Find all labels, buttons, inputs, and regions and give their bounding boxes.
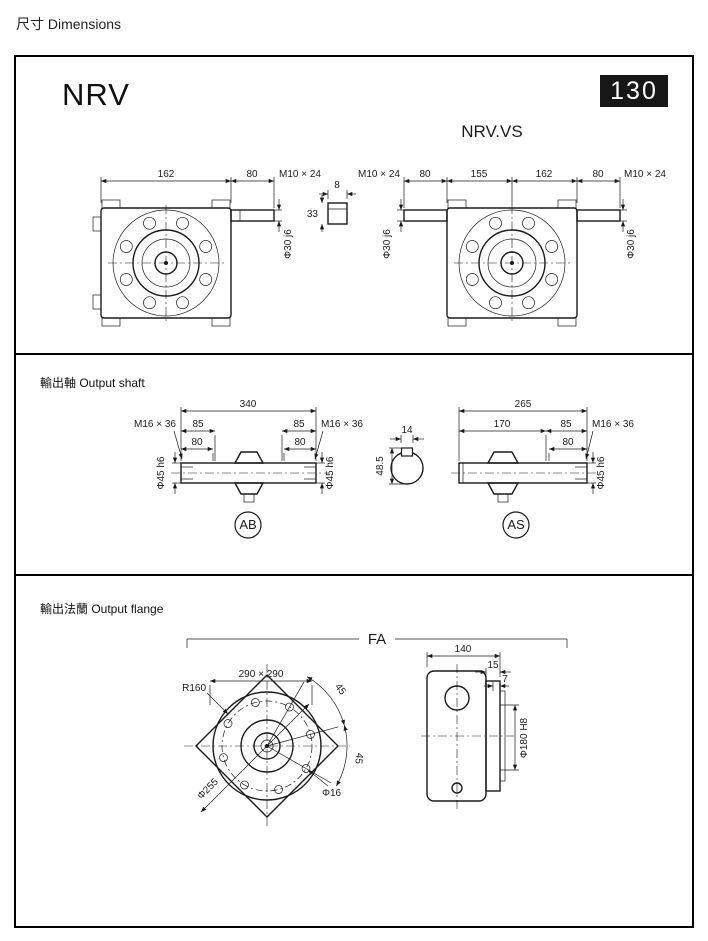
output-shaft-section-label: 輸出軸 Output shaft xyxy=(40,376,145,390)
angle-45-label-2: 45 xyxy=(352,752,364,765)
nrv-front-view: 162 80 M10 × 24 Φ30 j6 xyxy=(92,169,321,327)
dim-162-label: 162 xyxy=(536,169,553,180)
dim-15-label: 15 xyxy=(487,660,499,671)
dim-80-label: 80 xyxy=(562,437,574,448)
dim-140-label: 140 xyxy=(455,644,472,655)
page-title: 尺寸 Dimensions xyxy=(16,16,122,32)
output-key-section: 14 48.5 xyxy=(375,425,424,485)
dim-85-right-label: 85 xyxy=(293,419,305,430)
shaft-dia-label: Φ30 j6 xyxy=(283,229,294,259)
flange-side-view: 140 15 7 Φ180 H8 xyxy=(421,644,530,809)
as-shaft-view: 265 170 85 80 M16 × 36 Φ45 h6 AS xyxy=(451,399,634,539)
thread-m16-label: M16 × 36 xyxy=(592,419,634,430)
dim-7-label: 7 xyxy=(502,674,508,685)
nrv-vs-front-view: M10 × 24 80 155 162 80 M10 × 24 Φ30 j6 Φ… xyxy=(358,169,666,327)
thread-m10-label: M10 × 24 xyxy=(279,169,321,180)
output-shaft-drawing: 340 85 85 80 80 M16 × 36 M16 × 36 xyxy=(134,399,634,539)
dim-80-label: 80 xyxy=(246,169,258,180)
thread-m16-right-label: M16 × 36 xyxy=(321,419,363,430)
dim-48-5-label: 48.5 xyxy=(375,456,386,476)
shaft-dia-left-label: Φ45 h6 xyxy=(156,456,167,489)
shaft-dia-left-label: Φ30 j6 xyxy=(382,229,393,259)
hole-dia-label: Φ16 xyxy=(322,788,342,799)
dim-80-right-label: 80 xyxy=(294,437,306,448)
size-badge: 130 xyxy=(600,75,668,107)
dim-14-label: 14 xyxy=(401,425,413,436)
dim-80-left-label: 80 xyxy=(191,437,203,448)
dim-265-label: 265 xyxy=(515,399,532,410)
angle-45-label-1: 45 xyxy=(332,682,348,698)
output-flange-section-label: 輸出法蘭 Output flange xyxy=(40,602,164,616)
section-divider-2 xyxy=(16,574,692,576)
dim-33-label: 33 xyxy=(307,209,319,220)
drawing-frame: NRV 130 輸出軸 Output shaft 輸出法蘭 Output fla… xyxy=(14,55,694,928)
dim-340-label: 340 xyxy=(240,399,257,410)
thread-m10-right-label: M10 × 24 xyxy=(624,169,666,180)
shaft-dia-right-label: Φ45 h6 xyxy=(325,456,336,489)
bolt-circle-dia-label: Φ255 xyxy=(196,776,222,802)
dim-85-left-label: 85 xyxy=(192,419,204,430)
radius-r160-label: R160 xyxy=(182,683,206,694)
ab-tag-label: AB xyxy=(239,517,256,532)
dim-80-right-label: 80 xyxy=(592,169,604,180)
dim-8-label: 8 xyxy=(334,180,340,191)
as-tag-circle xyxy=(502,511,530,539)
flange-front-view: 45 45 290 × 290 R160 Φ255 Φ16 xyxy=(182,664,365,828)
input-key-section: 8 33 xyxy=(307,180,356,232)
model-name: NRV xyxy=(62,77,130,112)
dim-290x290-label: 290 × 290 xyxy=(239,669,284,680)
shaft-dia-right-label: Φ30 j6 xyxy=(626,229,637,259)
thread-m10-left-label: M10 × 24 xyxy=(358,169,400,180)
output-flange-drawing: FA 45 xyxy=(182,631,568,828)
fa-label: FA xyxy=(368,631,386,648)
as-tag-label: AS xyxy=(507,517,525,532)
dim-155-label: 155 xyxy=(471,169,488,180)
dim-85-label: 85 xyxy=(560,419,572,430)
dim-170-label: 170 xyxy=(494,419,511,430)
front-views-drawing: NRV.VS xyxy=(92,122,666,327)
thread-m16-left-label: M16 × 36 xyxy=(134,419,176,430)
bore-dia-label: Φ180 H8 xyxy=(519,717,530,758)
dim-162-label: 162 xyxy=(158,169,175,180)
variant-title: NRV.VS xyxy=(461,122,522,141)
shaft-dia-label: Φ45 h6 xyxy=(596,456,607,489)
ab-tag-circle xyxy=(234,511,262,539)
fa-bracket: FA xyxy=(186,631,568,648)
dim-80-left-label: 80 xyxy=(419,169,431,180)
section-divider-1 xyxy=(16,353,692,355)
ab-shaft-view: 340 85 85 80 80 M16 × 36 M16 × 36 xyxy=(134,399,363,539)
